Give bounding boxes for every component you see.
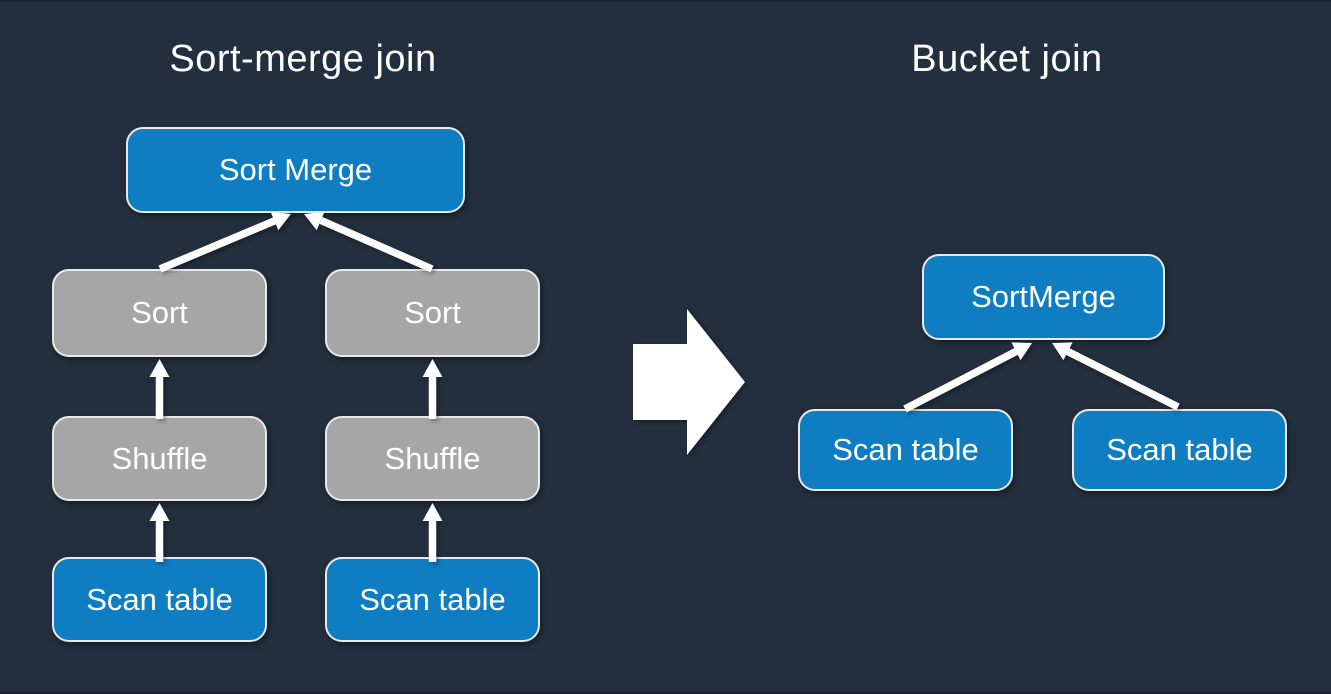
arrow-scan-to-shuffle-right xyxy=(422,503,443,562)
node-scan-table-left: Scan table xyxy=(52,557,267,642)
node-sortmerge-bucket: SortMerge xyxy=(922,254,1165,340)
right-panel-title: Bucket join xyxy=(911,38,1103,80)
node-sort-right: Sort xyxy=(325,269,540,357)
node-shuffle-left: Shuffle xyxy=(52,416,267,501)
arrow-sort-right-to-merge xyxy=(304,211,434,273)
node-bucket-scan-left: Scan table xyxy=(798,409,1013,491)
arrow-shuffle-to-sort-right xyxy=(422,359,443,419)
left-panel-title: Sort-merge join xyxy=(169,38,437,80)
node-sort-merge: Sort Merge xyxy=(126,127,465,213)
node-shuffle-right: Shuffle xyxy=(325,416,540,501)
transform-arrow-icon xyxy=(633,309,745,455)
arrow-scan-to-shuffle-left xyxy=(149,503,170,562)
arrow-bucket-scan-left-to-sortmerge xyxy=(903,342,1032,413)
node-scan-table-right: Scan table xyxy=(325,557,540,642)
arrow-shuffle-to-sort-left xyxy=(149,359,170,419)
node-bucket-scan-right: Scan table xyxy=(1072,409,1287,491)
arrow-bucket-scan-right-to-sortmerge xyxy=(1052,342,1180,411)
arrow-sort-left-to-merge xyxy=(158,211,291,273)
node-sort-left: Sort xyxy=(52,269,267,357)
